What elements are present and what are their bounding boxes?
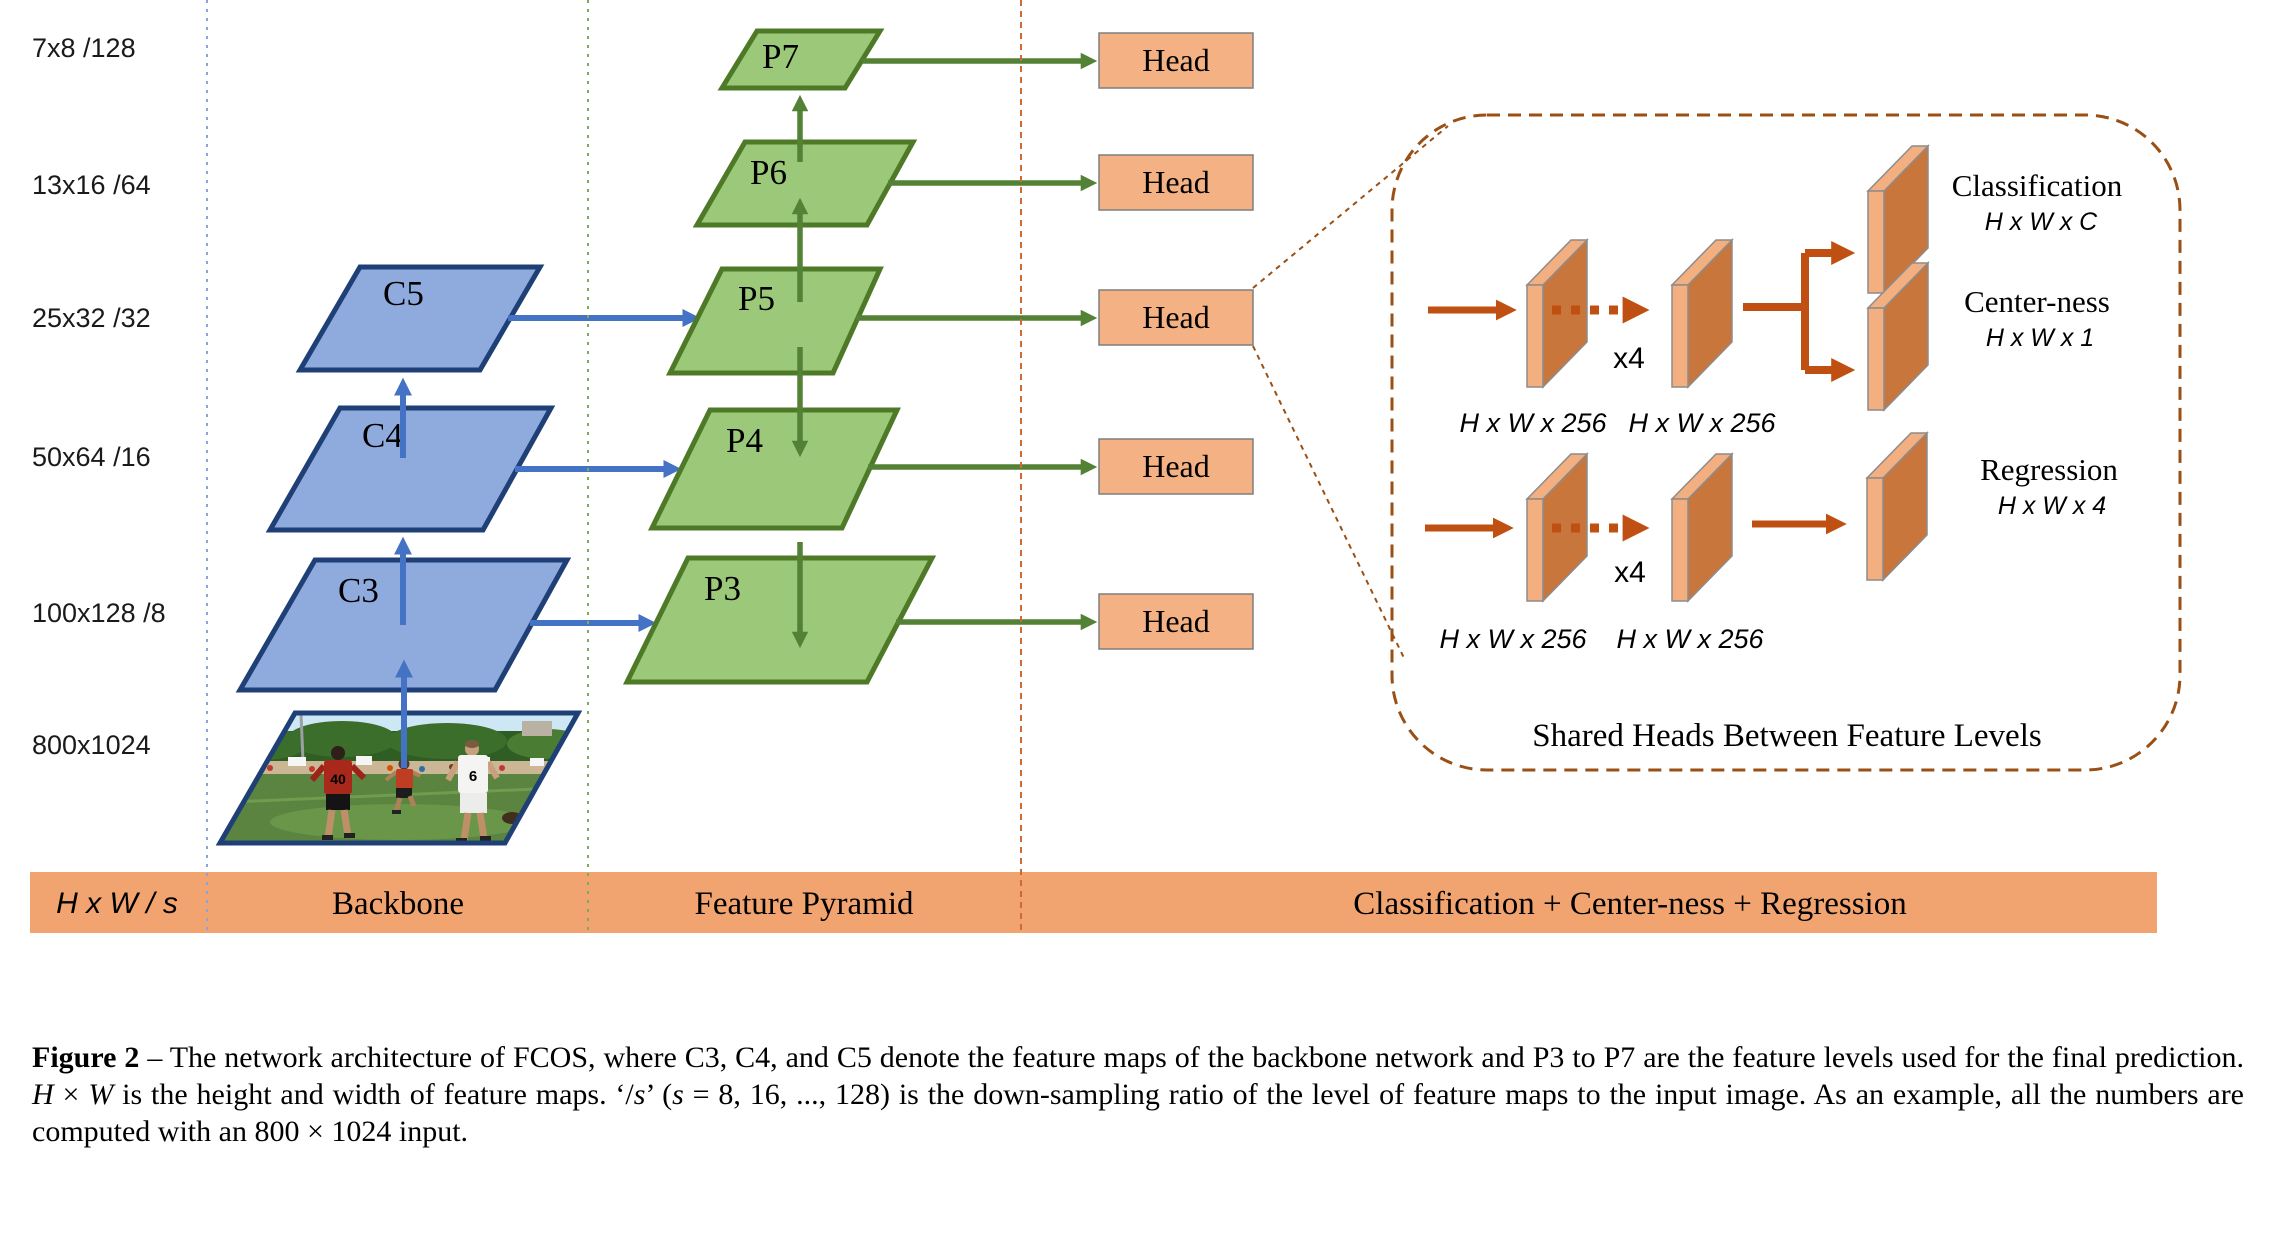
axis-label-p7: 7x8 /128 (32, 33, 136, 63)
block-p6 (692, 139, 918, 228)
axis-label-p3: 100x128 /8 (32, 598, 166, 628)
axis-label-input: 800x1024 (32, 730, 151, 760)
photo-player-red: 40 (309, 746, 367, 840)
classification-output-slab (1866, 144, 1930, 295)
detail-slabs (1525, 144, 1930, 603)
block-c3-label: C3 (338, 571, 379, 610)
head-box-p4-label: Head (1142, 448, 1210, 484)
regression-output-slab (1865, 431, 1929, 582)
bottom-bar: H x W / s Backbone Feature Pyramid Class… (30, 872, 2157, 933)
conv-slab-reg-2 (1670, 452, 1734, 603)
shared-heads-note: Shared Heads Between Feature Levels (1532, 718, 2041, 754)
jersey-number-6: 6 (469, 768, 477, 785)
head-box-p3 (1098, 593, 1254, 650)
head-box-p5-label: Head (1142, 299, 1210, 335)
conv-dim-reg-1: H x W x 256 (1439, 624, 1587, 654)
caption-separator: – (139, 1041, 170, 1074)
photo-player-white: 6 (445, 740, 500, 843)
bar-axis-label: H x W / s (56, 887, 178, 920)
block-p4-label: P4 (726, 421, 763, 460)
figure-caption: Figure 2 – The network architecture of F… (32, 1039, 2244, 1150)
pyramid-blocks: P7 P6 P5 P4 P3 (622, 28, 937, 685)
jersey-number-40: 40 (330, 771, 346, 787)
caption-text-1: The network architecture of FCOS, where … (169, 1041, 2244, 1074)
block-p6-label: P6 (750, 153, 787, 192)
callout-line-top (1252, 125, 1449, 289)
caption-text-2: is the height and width of feature maps.… (113, 1078, 634, 1111)
backbone-arrows (394, 309, 701, 768)
photo-border (215, 710, 583, 846)
centerness-output-slab (1866, 261, 1930, 412)
block-p5 (665, 266, 884, 376)
fcos-architecture-figure: 7x8 /128 13x16 /64 25x32 /32 50x64 /16 1… (30, 0, 2182, 933)
bar-feature-pyramid-label: Feature Pyramid (694, 886, 914, 922)
detail-arrows (1425, 241, 1856, 542)
head-box-p5 (1098, 289, 1254, 346)
caption-math-h: H (32, 1078, 54, 1111)
block-p3-label: P3 (704, 569, 741, 608)
head-box-p4 (1098, 438, 1254, 495)
scale-axis-labels: 7x8 /128 13x16 /64 25x32 /32 50x64 /16 1… (32, 33, 166, 760)
backbone-blocks: C5 C4 C3 (235, 264, 572, 693)
conv-dim-reg-2: H x W x 256 (1616, 624, 1764, 654)
caption-times: × (53, 1078, 89, 1111)
conv-dim-cls-1: H x W x 256 (1459, 408, 1607, 438)
caption-figure-number: Figure 2 (32, 1041, 140, 1074)
shared-head-detail-box (1390, 113, 2182, 772)
detail-texts: x4 x4 H x W x 256 H x W x 256 H x W x 25… (1439, 168, 2122, 754)
bar-heads-label: Classification + Center-ness + Regressio… (1353, 886, 1906, 922)
axis-label-p6: 13x16 /64 (32, 170, 151, 200)
callout-line-bottom (1252, 345, 1406, 661)
conv-slab-cls-1 (1525, 238, 1589, 389)
classification-label: Classification (1952, 168, 2123, 203)
head-box-p7 (1098, 32, 1254, 89)
photo-goalpost (299, 713, 305, 761)
x4-label-bottom: x4 (1614, 556, 1646, 589)
block-p7 (717, 28, 885, 91)
bar-backbone-label: Backbone (332, 886, 464, 922)
head-detail-callout (1252, 113, 2182, 772)
caption-math-s2: s (672, 1078, 684, 1111)
block-p7-label: P7 (762, 37, 799, 76)
block-p4 (647, 407, 901, 531)
caption-math-w: W (88, 1078, 114, 1111)
photo-building (522, 721, 552, 736)
regression-label: Regression (1980, 452, 2118, 487)
centerness-dim: H x W x 1 (1986, 324, 2094, 352)
block-c4 (265, 405, 556, 533)
axis-label-p4: 50x64 /16 (32, 442, 151, 472)
conv-dim-cls-2: H x W x 256 (1628, 408, 1776, 438)
section-dividers (206, 0, 1022, 933)
regression-dim: H x W x 4 (1998, 492, 2106, 520)
x4-label-top: x4 (1613, 342, 1645, 375)
pyramid-arrows (791, 52, 1098, 649)
axis-label-p5: 25x32 /32 (32, 303, 151, 333)
head-box-p7-label: Head (1142, 42, 1210, 78)
block-c5 (295, 264, 545, 373)
block-p3 (622, 555, 937, 685)
caption-text-3: ’ ( (645, 1078, 673, 1111)
conv-slab-reg-1 (1525, 452, 1589, 603)
head-box-p6 (1098, 154, 1254, 211)
caption-text-4: = 8, 16, ..., 128) is the down-sampling … (32, 1078, 2244, 1148)
head-boxes: Head Head Head Head Head (1098, 32, 1254, 650)
block-c5-label: C5 (383, 274, 424, 313)
head-box-p3-label: Head (1142, 603, 1210, 639)
input-image-photo: 40 (215, 710, 583, 846)
conv-slab-cls-2 (1670, 238, 1734, 389)
centerness-label: Center-ness (1964, 284, 2110, 319)
classification-dim: H x W x C (1985, 208, 2098, 236)
bottom-bar-background (30, 872, 2157, 933)
block-p5-label: P5 (738, 279, 775, 318)
block-c4-label: C4 (362, 416, 403, 455)
head-box-p6-label: Head (1142, 164, 1210, 200)
caption-math-s1: s (633, 1078, 646, 1111)
